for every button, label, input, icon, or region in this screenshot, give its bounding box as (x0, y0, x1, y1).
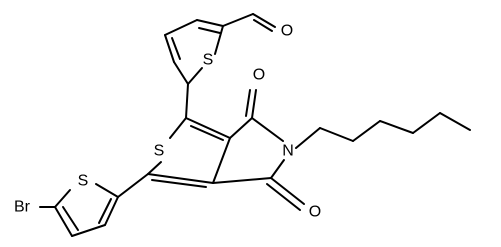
bond (54, 206, 73, 237)
bond (229, 117, 253, 139)
bond (117, 173, 149, 198)
atom-labels: O S S N O O S Br (14, 23, 321, 221)
bond (270, 159, 285, 179)
bond (295, 127, 321, 149)
bond (164, 19, 198, 36)
bond (71, 224, 106, 237)
bond (95, 183, 119, 198)
bond (198, 27, 221, 34)
carbonyl-oxygen-lower-label: O (309, 204, 321, 221)
bond (151, 179, 207, 188)
bond (171, 37, 181, 60)
bond (54, 189, 71, 208)
bond (251, 89, 257, 119)
bond (169, 117, 187, 139)
bond (62, 206, 79, 231)
bond (222, 13, 254, 27)
bond (251, 117, 284, 142)
carbonyl-oxygen-upper-label: O (253, 67, 265, 84)
bond (212, 177, 272, 184)
bond (252, 13, 276, 28)
bond (190, 125, 224, 141)
thiophene-top-sulfur-label: S (203, 52, 214, 69)
bond (98, 198, 112, 224)
bond (187, 67, 203, 85)
core-sulfur-label: S (154, 143, 165, 160)
bond (270, 177, 305, 205)
bond (173, 61, 189, 85)
bond (379, 120, 414, 134)
bond (147, 161, 162, 175)
bond (185, 83, 189, 119)
bond (185, 117, 231, 139)
bond-lines (39, 13, 471, 237)
bond (319, 127, 354, 142)
bond (412, 112, 441, 134)
imide-nitrogen-label: N (282, 143, 294, 160)
bond (147, 173, 214, 184)
bond (439, 112, 471, 131)
bond (196, 19, 224, 27)
bond (266, 183, 301, 211)
aldehyde-oxygen-label: O (281, 23, 293, 40)
bond (164, 34, 175, 63)
bond (104, 196, 119, 226)
bond (245, 89, 251, 117)
bond (352, 120, 381, 142)
bromine-label: Br (14, 199, 31, 216)
thiophene-bottom-sulfur-label: S (78, 173, 89, 190)
bond (212, 137, 231, 184)
bond (253, 19, 273, 32)
bond (214, 25, 224, 55)
